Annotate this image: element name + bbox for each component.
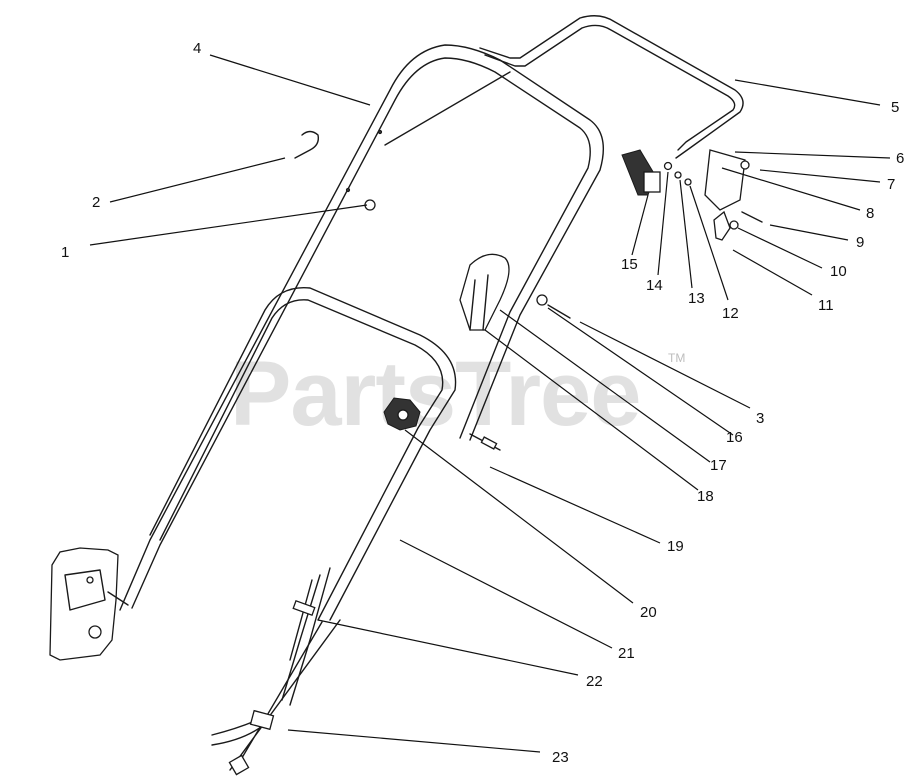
leader-22: [317, 619, 579, 676]
leader-lines: [89, 54, 891, 753]
handle-clamp: [459, 253, 510, 331]
leader-12: [689, 185, 729, 301]
callout-8: 8: [866, 205, 874, 222]
leader-20: [404, 429, 634, 604]
leader-2: [109, 157, 286, 203]
callout-4: 4: [193, 40, 201, 57]
bail-bar: [479, 15, 744, 159]
leader-7: [759, 169, 881, 183]
callout-5: 5: [891, 99, 899, 116]
callout-9: 9: [856, 234, 864, 251]
callout-7: 7: [887, 176, 895, 193]
callout-22: 22: [586, 673, 603, 690]
leader-15: [631, 194, 649, 256]
leader-14: [657, 171, 669, 276]
watermark-text: PartsTree: [230, 343, 640, 445]
handle-bracket: [49, 547, 129, 661]
leader-16: [547, 307, 734, 436]
leader-4: [209, 54, 371, 106]
callout-11: 11: [818, 297, 834, 314]
leader-11: [732, 249, 813, 296]
leader-13: [679, 179, 693, 289]
control-lever-group: [621, 149, 763, 241]
leader-10: [737, 227, 823, 269]
callout-14: 14: [646, 277, 663, 294]
callout-23: 23: [552, 749, 569, 766]
leader-8: [721, 167, 861, 211]
upper-handle: [119, 44, 604, 611]
callout-19: 19: [667, 538, 684, 555]
leader-9: [769, 224, 849, 241]
watermark: PartsTree TM: [230, 343, 685, 445]
callout-2: 2: [92, 194, 100, 211]
leader-23: [287, 729, 541, 753]
callout-15: 15: [621, 256, 638, 273]
leader-18: [484, 329, 699, 491]
callout-20: 20: [640, 604, 657, 621]
lower-handle: [149, 286, 457, 776]
callout-6: 6: [896, 150, 904, 167]
callout-1: 1: [61, 244, 69, 261]
leader-19: [489, 466, 661, 544]
callout-labels: 1 2 3 4 5 6 7 8 9 10 11 12 13 14 15 16 1…: [61, 40, 904, 766]
callout-12: 12: [722, 305, 739, 322]
leader-17: [499, 309, 711, 463]
callout-21: 21: [618, 645, 635, 662]
leader-21: [399, 539, 613, 649]
small-hardware: [294, 130, 571, 319]
handle-knob: [383, 397, 501, 451]
leader-6: [734, 151, 891, 159]
cable-tie: [211, 567, 331, 746]
leader-1: [89, 204, 368, 246]
leader-3: [579, 321, 751, 409]
callout-3: 3: [756, 410, 764, 427]
callout-10: 10: [830, 263, 847, 280]
leader-5: [734, 79, 881, 106]
watermark-trademark: TM: [668, 351, 685, 365]
callout-17: 17: [710, 457, 727, 474]
callout-18: 18: [697, 488, 714, 505]
callout-16: 16: [726, 429, 743, 446]
callout-13: 13: [688, 290, 705, 307]
